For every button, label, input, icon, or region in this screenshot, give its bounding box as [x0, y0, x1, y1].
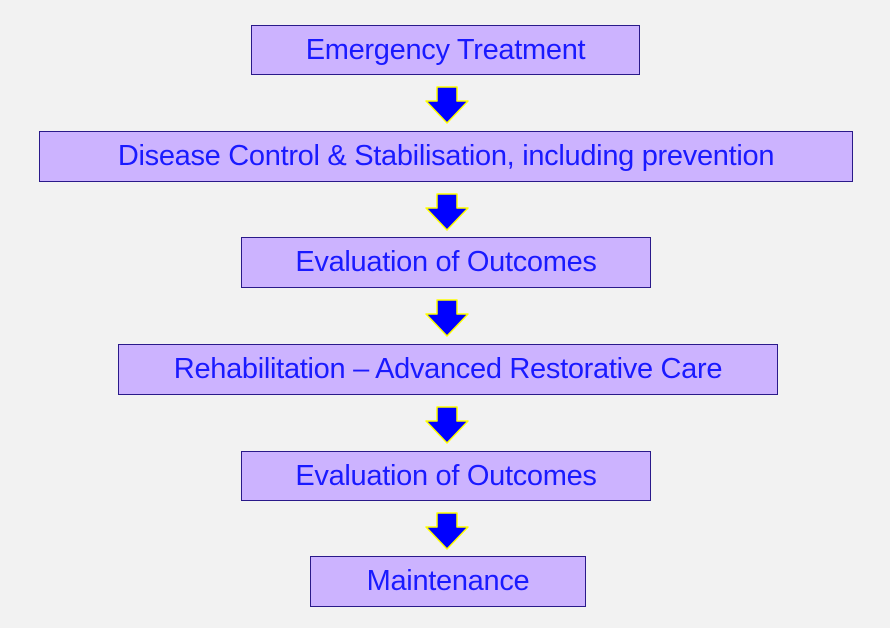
step-disease-control: Disease Control & Stabilisation, includi… [39, 131, 853, 182]
step-rehabilitation: Rehabilitation – Advanced Restorative Ca… [118, 344, 778, 395]
down-arrow-icon [425, 512, 469, 550]
step-evaluation-of-outcomes: Evaluation of Outcomes [241, 237, 651, 288]
step-maintenance: Maintenance [310, 556, 586, 607]
down-arrow-icon [425, 299, 469, 337]
down-arrow-icon [425, 406, 469, 444]
step-emergency-treatment: Emergency Treatment [251, 25, 640, 75]
down-arrow-icon [425, 86, 469, 124]
down-arrow-icon [425, 193, 469, 231]
step-evaluation-of-outcomes-2: Evaluation of Outcomes [241, 451, 651, 501]
